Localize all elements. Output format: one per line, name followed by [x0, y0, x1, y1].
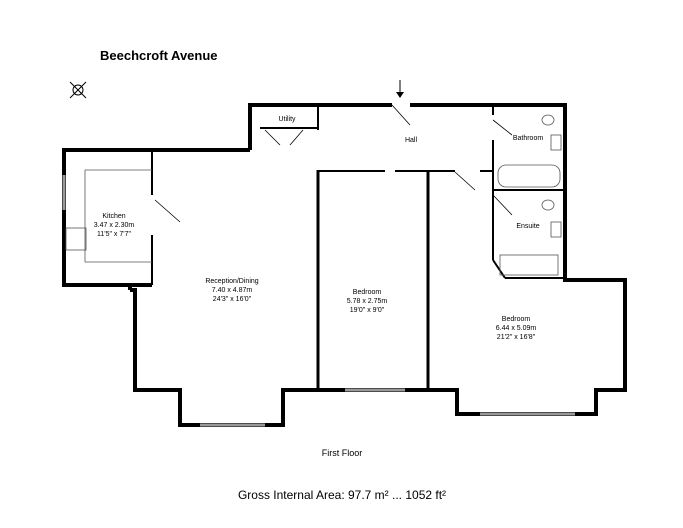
room-name: Kitchen: [102, 213, 126, 220]
room-imperial: 21'2" x 16'8": [496, 334, 536, 341]
room-metric: 7.40 x 4.87m: [211, 287, 253, 294]
room-metric: 3.47 x 2.30m: [93, 222, 135, 229]
room-name: Hall: [404, 137, 418, 144]
walls: [62, 103, 627, 427]
room-bathroom: Bathroom: [513, 134, 543, 143]
interior-walls: [151, 105, 565, 390]
room-imperial: 19'0" x 9'0": [349, 307, 385, 314]
room-metric: 6.44 x 5.09m: [495, 325, 537, 332]
room-imperial: 24'3" x 16'0": [212, 296, 252, 303]
door-swings: [154, 104, 513, 223]
room-utility: Utility: [278, 115, 295, 124]
floor-label: First Floor: [321, 448, 363, 458]
room-name: Ensuite: [516, 223, 540, 230]
room-name: Bedroom: [352, 289, 382, 296]
entrance-arrow-icon: [396, 80, 404, 98]
room-metric: 5.78 x 2.75m: [346, 298, 388, 305]
room-name: Bathroom: [512, 135, 544, 142]
room-ensuite: Ensuite: [516, 222, 539, 231]
room-imperial: 11'5" x 7'7": [97, 231, 131, 238]
compass-icon: [69, 81, 87, 99]
property-title: Beechcroft Avenue: [100, 48, 218, 63]
fixtures: [62, 114, 575, 427]
room-hall: Hall: [405, 136, 417, 145]
room-bedroom-2: Bedroom 6.44 x 5.09m 21'2" x 16'8": [496, 315, 536, 342]
room-reception: Reception/Dining 7.40 x 4.87m 24'3" x 16…: [205, 277, 258, 304]
room-name: Bedroom: [501, 316, 531, 323]
room-name: Reception/Dining: [205, 278, 259, 285]
gross-internal-area: Gross Internal Area: 97.7 m² ... 1052 ft…: [237, 488, 447, 502]
room-kitchen: Kitchen 3.47 x 2.30m 11'5" x 7'7": [94, 212, 134, 239]
room-name: Utility: [278, 116, 296, 123]
room-bedroom-1: Bedroom 5.78 x 2.75m 19'0" x 9'0": [347, 288, 387, 315]
